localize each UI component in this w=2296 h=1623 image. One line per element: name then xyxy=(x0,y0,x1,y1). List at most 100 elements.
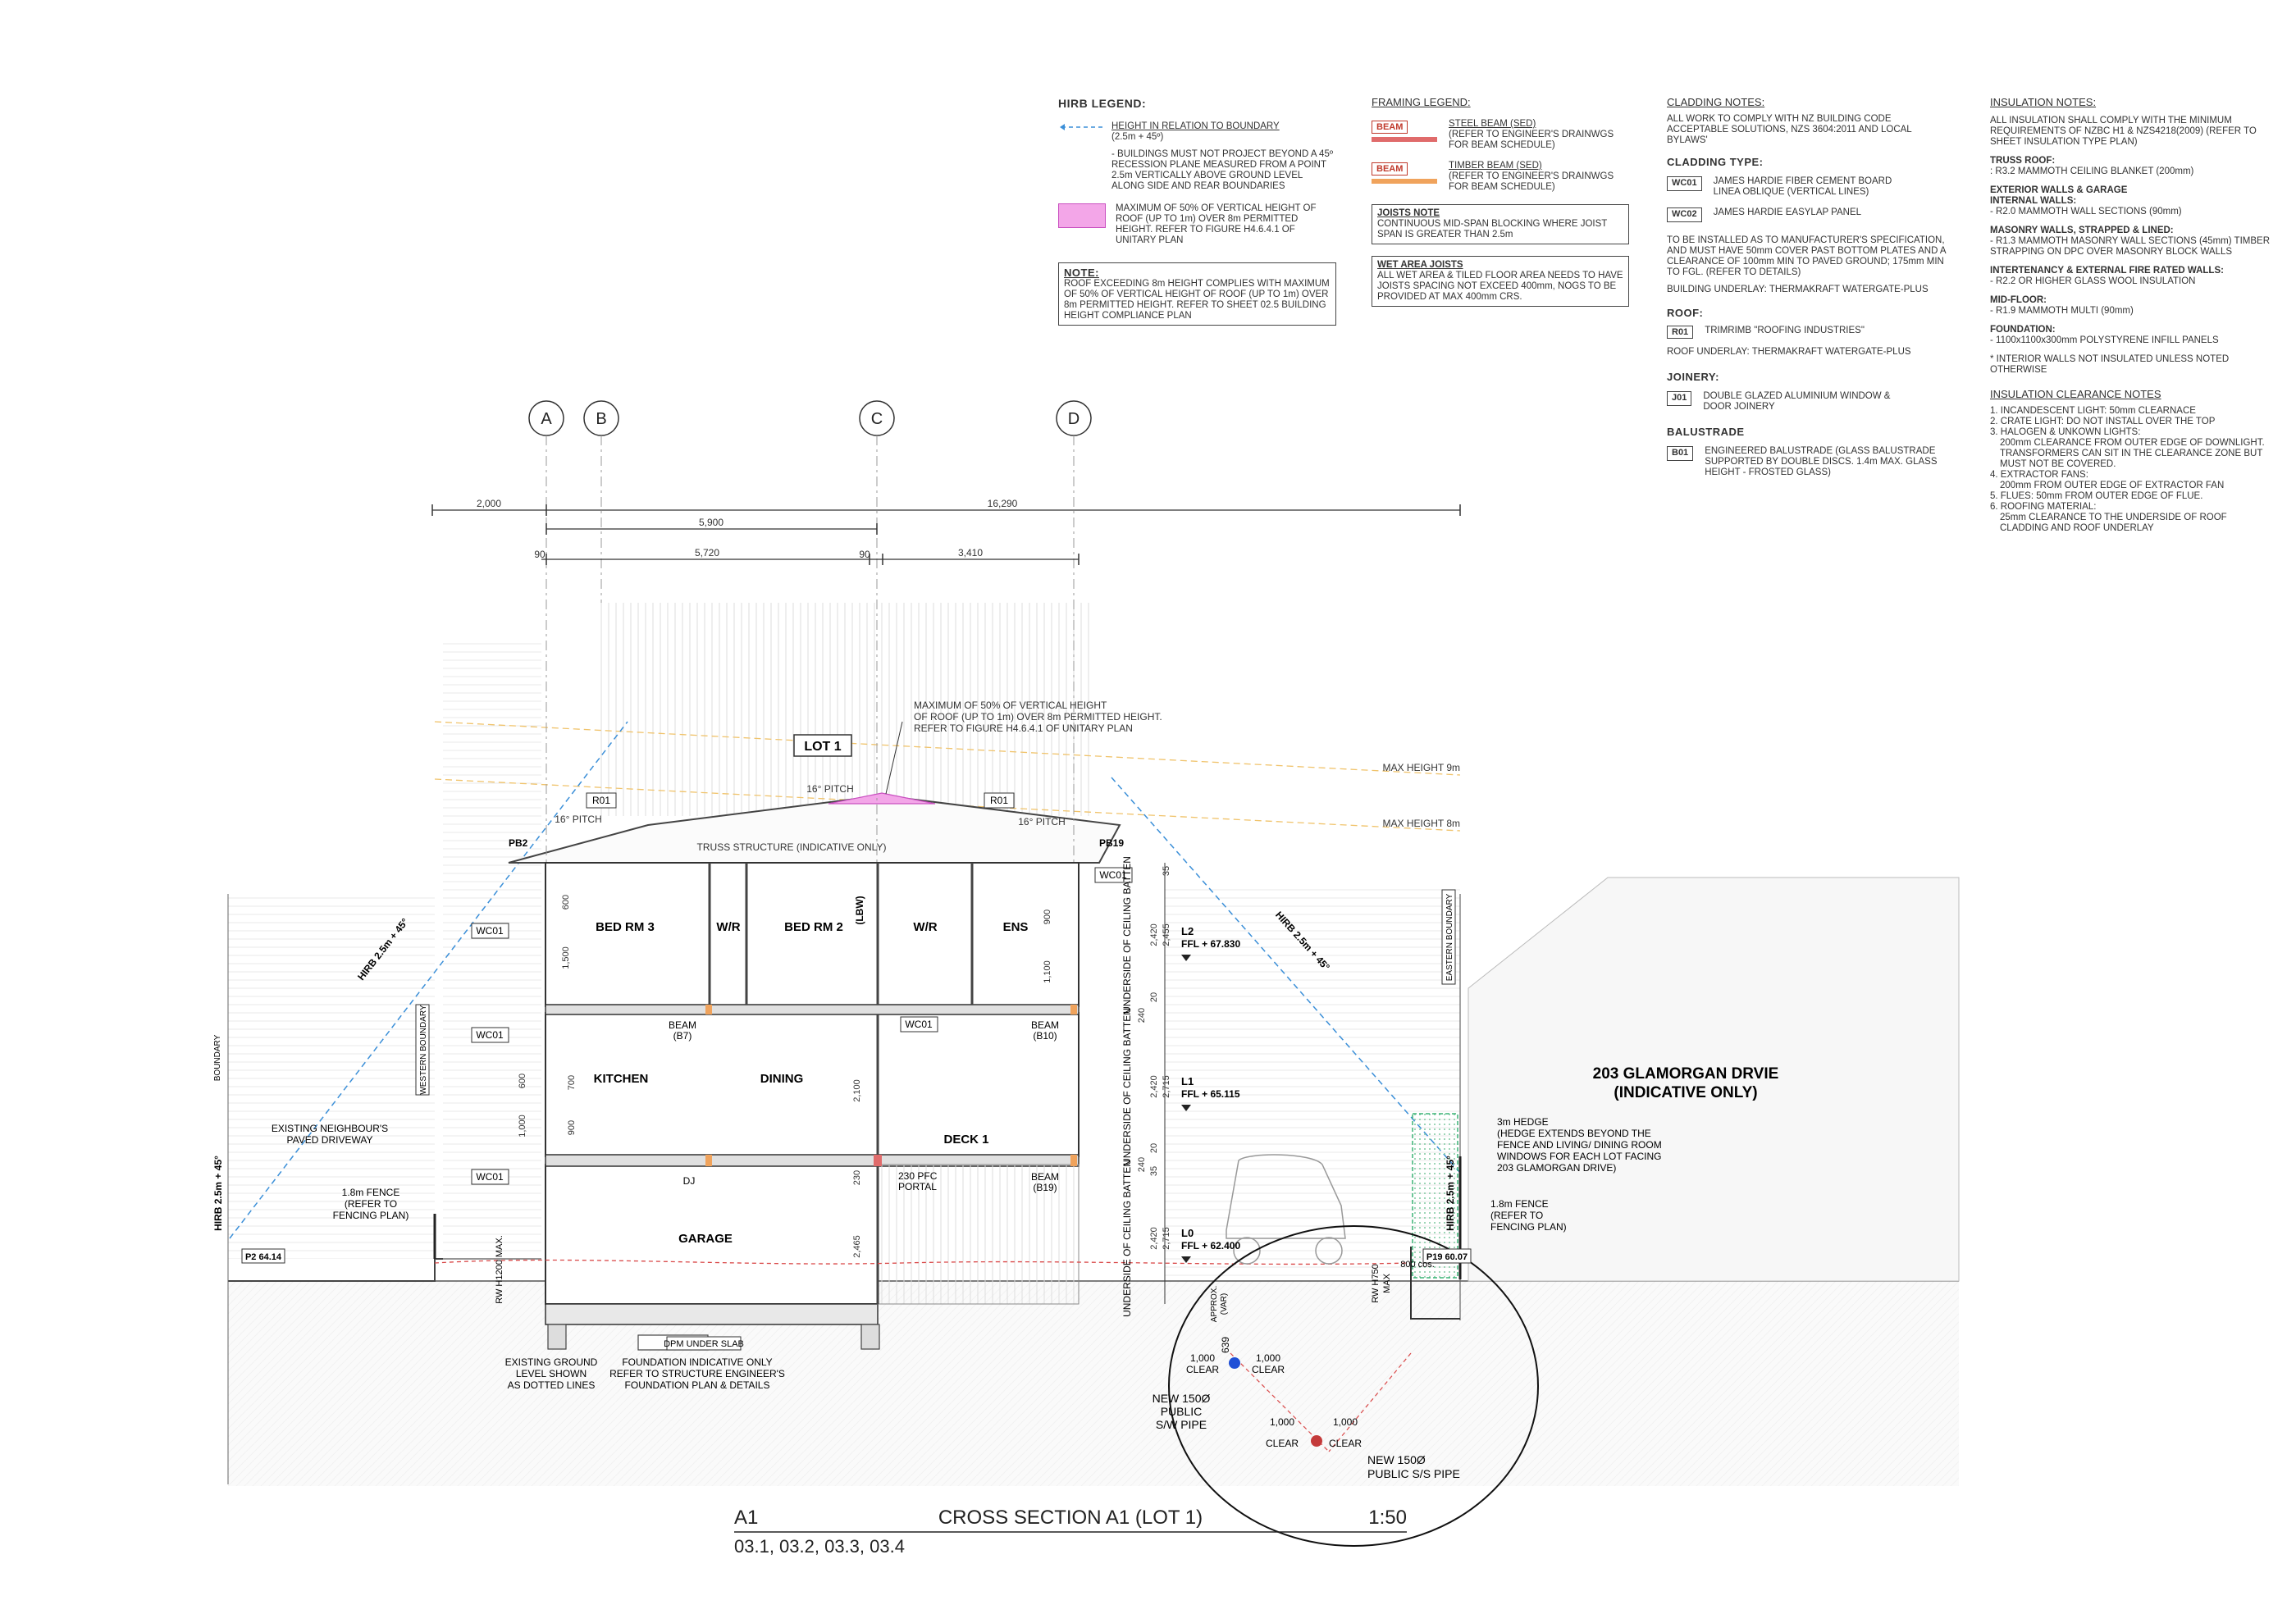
building-middle xyxy=(545,1012,1080,1157)
hedge-note-3: FENCE AND LIVING/ DINING ROOM xyxy=(1497,1139,1662,1151)
vdim-600a: 600 xyxy=(561,895,571,910)
building-garage xyxy=(545,1164,879,1305)
car-wheel-icon-2 xyxy=(1315,1237,1343,1265)
foundation-right xyxy=(860,1324,880,1350)
insulation-intro: ALL INSULATION SHALL COMPLY WITH THE MIN… xyxy=(1990,116,2257,147)
vdim-900a: 900 xyxy=(1043,910,1052,924)
roof-underlay: ROOF UNDERLAY: THERMAKRAFT WATERGATE-PLU… xyxy=(1667,347,1911,357)
wc01-l1-tag xyxy=(471,1027,509,1043)
hirb-item2-desc: MAXIMUM OF 50% OF VERTICAL HEIGHT OF ROO… xyxy=(1116,203,1317,245)
timber-beam-tag: BEAM xyxy=(1372,162,1408,176)
rw750-label-2: MAX xyxy=(1382,1273,1392,1293)
wc01-l2-tag xyxy=(471,923,509,939)
title-ref: A1 xyxy=(734,1507,758,1529)
dim-3410: 3,410 xyxy=(958,547,983,558)
truss-label: TRUSS STRUCTURE (INDICATIVE ONLY) xyxy=(697,841,887,853)
roof-zone-swatch xyxy=(1058,203,1106,228)
clearance-item: TRANSFORMERS CAN SIT IN THE CLEARANCE ZO… xyxy=(2000,449,2263,458)
wc02-tag: WC02 xyxy=(1667,207,1702,222)
dim-5900: 5,900 xyxy=(699,517,723,528)
clear3-label: CLEAR xyxy=(1266,1438,1299,1449)
masonry-text: - R1.3 MAMMOTH MASONRY WALL SECTIONS (45… xyxy=(1990,236,2270,257)
clearance-item: MUST NOT BE COVERED. xyxy=(2000,459,2116,469)
clearance-item: 3. HALOGEN & UNKOWN LIGHTS: xyxy=(1990,427,2141,437)
mid-floor-title: MID-FLOOR: xyxy=(1990,295,2047,305)
joinery-title: JOINERY: xyxy=(1667,371,1719,383)
ceiling-batten-l0: UNDERSIDE OF CEILING BATTEN xyxy=(1121,1160,1133,1317)
framing-legend-title: FRAMING LEGEND: xyxy=(1372,96,1471,108)
vdim-2100: 2,100 xyxy=(852,1079,862,1102)
hedge-note-5: 203 GLAMORGAN DRIVE) xyxy=(1497,1162,1616,1174)
hirb-legend-title: HIRB LEGEND: xyxy=(1058,97,1147,110)
western-boundary-label: WESTERN BOUNDARY xyxy=(419,1005,428,1095)
dim-90-left: 90 xyxy=(534,549,545,560)
vdim-2420c: 2,420 xyxy=(1149,1227,1159,1250)
wc01-desc: JAMES HARDIE FIBER CEMENT BOARD LINEA OB… xyxy=(1713,176,1892,197)
sw-pipe-2: PUBLIC xyxy=(1161,1405,1203,1418)
clearance-item: CLADDING AND ROOF UNDERLAY xyxy=(2000,523,2154,533)
title-sheets: 03.1, 03.2, 03.3, 03.4 xyxy=(734,1536,905,1557)
vdim-2465: 2,465 xyxy=(852,1235,862,1258)
max-height-8m-label: MAX HEIGHT 8m xyxy=(1383,818,1460,829)
fence-left-2: (REFER TO xyxy=(345,1198,397,1210)
r01-left-tag xyxy=(586,792,617,809)
hirb-legend-item-1: HEIGHT IN RELATION TO BOUNDARY (2.5m + 4… xyxy=(1058,121,1337,192)
joists-note-text: CONTINUOUS MID-SPAN BLOCKING WHERE JOIST… xyxy=(1377,219,1608,239)
grid-label-c: C xyxy=(871,410,883,428)
framing-legend: FRAMING LEGEND: BEAM STEEL BEAM (SED) (R… xyxy=(1372,97,1634,307)
roof-callout-line-1: MAXIMUM OF 50% OF VERTICAL HEIGHT xyxy=(914,700,1107,711)
room-bed2: BED RM 2 xyxy=(784,920,843,934)
ext-text: - R2.0 MAMMOTH WALL SECTIONS (90mm) xyxy=(1990,207,2182,217)
hirb-left-vertical: HIRB 2.5m + 45° xyxy=(212,1156,224,1231)
car-outline xyxy=(1226,1154,1346,1239)
hedge-note-1: 3m HEDGE xyxy=(1497,1116,1549,1128)
ceiling-batten-l1: UNDERSIDE OF CEILING BATTEN xyxy=(1121,1008,1133,1165)
roof-callout-line-3: REFER TO FIGURE H4.6.4.1 OF UNITARY PLAN xyxy=(914,723,1133,734)
wc01-item: WC01 JAMES HARDIE FIBER CEMENT BOARD LIN… xyxy=(1667,176,1954,198)
clear1-value: 1,000 xyxy=(1190,1352,1215,1364)
room-ens: ENS xyxy=(1003,920,1029,934)
clearance-list: 1. INCANDESCENT LIGHT: 50mm CLEARNACE 2.… xyxy=(1990,406,2277,534)
existing-ground-3: AS DOTTED LINES xyxy=(508,1379,596,1391)
install-text: TO BE INSTALLED AS TO MANUFACTURER'S SPE… xyxy=(1667,235,1946,277)
pitch-right: 16° PITCH xyxy=(1018,816,1065,827)
foundation-note-1: FOUNDATION INDICATIVE ONLY xyxy=(622,1356,772,1368)
ceiling-batten-l2: UNDERSIDE OF CEILING BATTEN xyxy=(1121,856,1133,1014)
vdim-600b: 600 xyxy=(518,1074,527,1088)
level-l0: L0 xyxy=(1181,1227,1194,1239)
r01-desc: TRIMRIMB "ROOFING INDUSTRIES" xyxy=(1705,326,1865,335)
clearance-item: 25mm CLEARANCE TO THE UNDERSIDE OF ROOF xyxy=(2000,513,2227,522)
pb2-label: PB2 xyxy=(509,837,528,849)
max-height-9m-label: MAX HEIGHT 9m xyxy=(1383,762,1460,773)
right-neighbour-mid xyxy=(1165,886,1460,1279)
dim-ticks xyxy=(431,504,1461,565)
clear2-value: 1,000 xyxy=(1256,1352,1280,1364)
timber-beam-title: TIMBER BEAM (SED) xyxy=(1449,161,1542,171)
ext-title: EXTERIOR WALLS & GARAGE INTERNAL WALLS: xyxy=(1990,185,2128,206)
roof-callout-leader xyxy=(885,721,903,795)
foundation-note-2: REFER TO STRUCTURE ENGINEER'S xyxy=(609,1368,785,1379)
hedge-note-2: (HEDGE EXTENDS BEYOND THE xyxy=(1497,1128,1651,1139)
wc01-mid: WC01 xyxy=(905,1019,933,1030)
fire-title: INTERTENANCY & EXTERNAL FIRE RATED WALLS… xyxy=(1990,266,2224,276)
clearance-item: 4. EXTRACTOR FANS: xyxy=(1990,470,2088,480)
dim-5720: 5,720 xyxy=(695,547,719,558)
wc01-l0: WC01 xyxy=(476,1171,504,1183)
wc01-tag: WC01 xyxy=(1667,176,1702,191)
car-wheel-icon xyxy=(1233,1237,1261,1265)
approx-label-2: (VAR) xyxy=(1220,1293,1229,1315)
clear2-label: CLEAR xyxy=(1252,1364,1285,1375)
wc01-l1: WC01 xyxy=(476,1029,504,1041)
foundation-note-3: FOUNDATION PLAN & DETAILS xyxy=(625,1379,770,1391)
room-deck: DECK 1 xyxy=(943,1133,988,1147)
r01-item: R01 TRIMRIMB "ROOFING INDUSTRIES" xyxy=(1667,326,1954,339)
cos-label: 800 cos. xyxy=(1400,1260,1435,1270)
p2-label: P2 64.14 xyxy=(245,1252,282,1262)
beam-b19-id: (B19) xyxy=(1033,1182,1057,1193)
p2-box xyxy=(241,1248,285,1264)
sw-pipe-3: S/W PIPE xyxy=(1156,1418,1207,1431)
room-wr1: W/R xyxy=(716,920,740,934)
fire-text: - R2.2 OR HIGHER GLASS WOOL INSULATION xyxy=(1990,276,2196,286)
level-l1-ffl: FFL + 65.115 xyxy=(1181,1088,1240,1100)
